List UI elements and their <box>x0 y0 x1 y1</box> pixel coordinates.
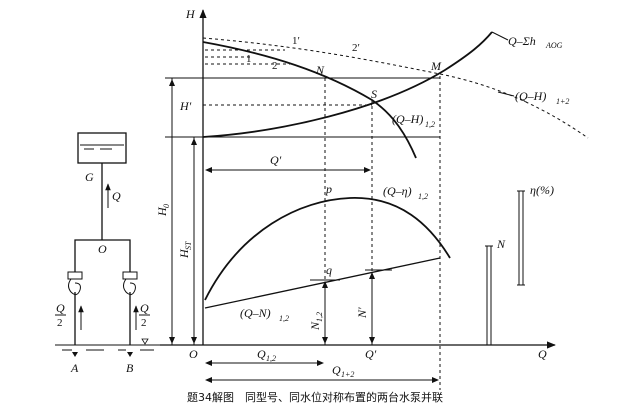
label-half-q-a-den: 2 <box>57 317 63 329</box>
q-axis-label: Q <box>538 347 547 361</box>
pump-1-flange <box>67 271 83 280</box>
label-junction-o: O <box>98 242 107 256</box>
system-leader <box>491 31 509 41</box>
single-eff-sub: 1,2 <box>418 192 428 201</box>
label-g: G <box>85 170 94 184</box>
water-level-symbol <box>141 338 149 345</box>
system-curve-sub: AOG <box>545 41 563 50</box>
hst-arrow-bottom <box>191 337 197 344</box>
single-head-sub: 1,2 <box>425 120 435 129</box>
point-p-label: p <box>325 182 332 196</box>
level-marker-a <box>72 352 78 357</box>
h-prime-label: H′ <box>179 99 192 113</box>
q12-sub: 1,2 <box>266 354 276 363</box>
single-power-curve <box>204 257 441 309</box>
eta-scale-label: η(%) <box>530 183 554 197</box>
point-q-label: q <box>326 263 332 277</box>
h0-sub: 0 <box>162 204 171 208</box>
pump-2-icon <box>123 278 136 296</box>
point-n-label: N <box>315 63 325 77</box>
q1p2-label: Q <box>332 363 341 377</box>
point-s-label: S <box>371 87 377 101</box>
single-eff-curve <box>204 197 451 301</box>
n12-sub: 1,2 <box>315 312 324 322</box>
system-curve <box>202 31 493 138</box>
tank <box>77 132 127 164</box>
label-half-q-b-den: 2 <box>141 317 147 329</box>
label-q: Q <box>112 189 121 203</box>
system-curve-label: Q–Σh <box>508 34 536 48</box>
q-prime-label: Q′ <box>270 153 282 167</box>
hst-arrow-top <box>191 138 197 145</box>
mark-2-prime: 2′ <box>352 42 360 54</box>
pump-2-flange <box>122 271 138 280</box>
single-power-sub: 1,2 <box>279 314 289 323</box>
mark-2: 2 <box>272 60 278 72</box>
q12-arrow-left <box>205 360 212 366</box>
q12-label: Q <box>257 347 266 361</box>
level-marker-b <box>127 352 133 357</box>
pump-1-icon <box>68 278 81 296</box>
parallel-head-sub: 1+2 <box>556 97 569 106</box>
h0-arrow-top <box>169 79 175 86</box>
q1p2-arrow-left <box>205 377 212 383</box>
q-prime-arrow-right <box>364 167 371 173</box>
n-prime-arrow-top <box>369 272 375 279</box>
mark-1: 1 <box>246 53 252 65</box>
single-power-label: (Q–N) <box>240 306 271 320</box>
h0-label: H <box>155 206 169 217</box>
characteristic-chart: H Q O H 0 H ST 1′ 2′ 1 2 <box>155 7 589 390</box>
n12-arrow-top <box>322 281 328 288</box>
single-eff-label: (Q–η) <box>383 184 412 198</box>
label-half-q-b-num: Q <box>140 301 149 315</box>
parallel-head-curve <box>202 37 589 139</box>
q-prime-axis-label: Q′ <box>365 347 377 361</box>
q1p2-sub: 1+2 <box>341 370 354 379</box>
point-m-label: M <box>430 59 442 73</box>
parallel-leader <box>497 91 515 97</box>
h0-arrow-bottom <box>169 337 175 344</box>
label-a: A <box>70 361 79 375</box>
n-prime-arrow-bottom <box>369 337 375 344</box>
parallel-head-label: (Q–H) <box>515 89 546 103</box>
single-head-label: (Q–H) <box>392 112 423 126</box>
figure-caption: 题34解图 同型号、同水位对称布置的两台水泵并联 <box>187 390 443 404</box>
hst-label: H <box>177 248 191 259</box>
n12-label: N <box>308 321 322 331</box>
origin-label: O <box>189 347 198 361</box>
q1p2-arrow-right <box>432 377 439 383</box>
label-half-q-a-num: Q <box>56 301 65 315</box>
pump-schematic: G Q O Q 2 Q 2 A B <box>55 132 160 375</box>
single-head-curve <box>202 41 417 159</box>
q12-arrow-right <box>317 360 324 366</box>
q-prime-arrow-left <box>205 167 212 173</box>
h-axis-label: H <box>185 7 196 21</box>
label-b: B <box>126 361 134 375</box>
hst-sub: ST <box>184 241 193 250</box>
n-scale-label: N <box>496 237 506 251</box>
n-prime-label: N′ <box>355 307 369 319</box>
header-pipe <box>74 239 131 272</box>
n12-arrow-bottom <box>322 337 328 344</box>
mark-1-prime: 1′ <box>292 35 300 47</box>
